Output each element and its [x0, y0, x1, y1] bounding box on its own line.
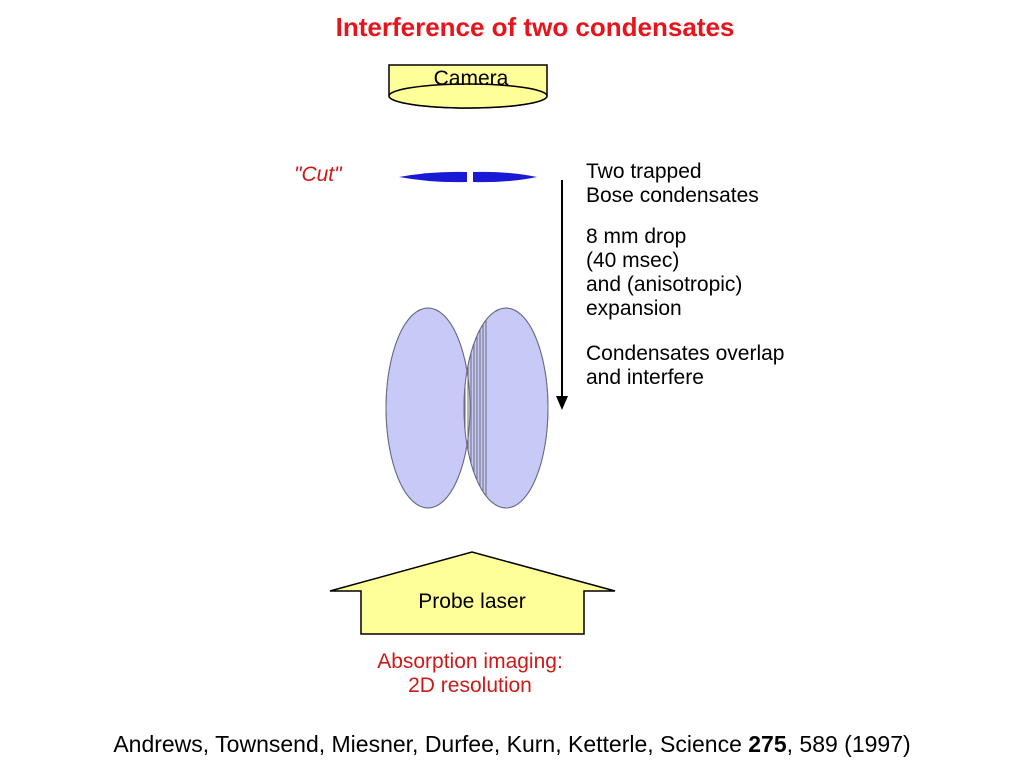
step-line: Condensates overlap [586, 342, 785, 365]
step-overlap-interfere: Condensates overlap and interfere [586, 342, 784, 390]
step-line: expansion [586, 297, 682, 320]
citation-rest: , 589 (1997) [786, 731, 911, 757]
step-line: and (anisotropic) [586, 273, 743, 296]
step-trapped-condensates: Two trapped Bose condensates [586, 160, 759, 208]
step-line: 8 mm drop [586, 225, 687, 248]
absorption-line: 2D resolution [408, 674, 532, 697]
page-title: Interference of two condensates [335, 12, 735, 42]
probe-laser-arrow [329, 551, 616, 635]
citation-volume: 275 [748, 731, 787, 757]
cut-label: "Cut" [294, 163, 342, 186]
step-line: Bose condensates [586, 184, 759, 207]
probe-laser-label: Probe laser [418, 590, 525, 613]
step-line: and interfere [586, 366, 704, 389]
citation: Andrews, Townsend, Miesner, Durfee, Kurn… [0, 731, 1024, 758]
absorption-imaging-label: Absorption imaging: 2D resolution [340, 650, 600, 698]
step-drop-expansion: 8 mm drop (40 msec) and (anisotropic) ex… [586, 225, 742, 321]
step-line: (40 msec) [586, 249, 680, 272]
citation-authors: Andrews, Townsend, Miesner, Durfee, Kurn… [113, 731, 749, 757]
drop-arrow [556, 180, 568, 410]
step-line: Two trapped [586, 160, 702, 183]
overlapping-clouds [385, 307, 549, 509]
camera-label: Camera [434, 67, 509, 90]
camera-icon [388, 64, 548, 109]
absorption-line: Absorption imaging: [377, 650, 563, 673]
trapped-condensates [399, 171, 537, 183]
